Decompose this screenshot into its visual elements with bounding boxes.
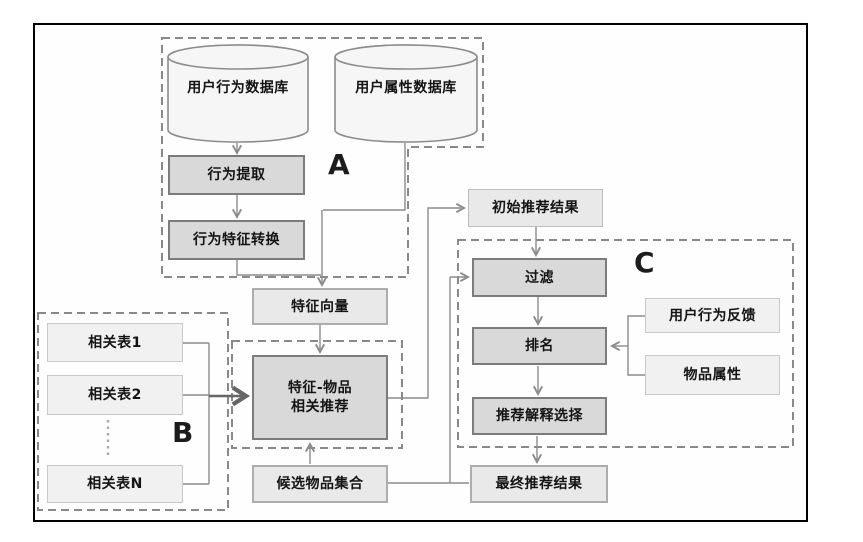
connectors (183, 143, 645, 485)
box-filter: 过滤 (472, 258, 607, 297)
box-ranking: 排名 (472, 327, 607, 365)
behavior-db-cylinder (167, 44, 309, 143)
section-b-label: B (172, 416, 194, 449)
box-feature-vector: 特征向量 (252, 288, 388, 325)
attribute-db-cylinder (334, 44, 478, 143)
box-behavior-extract: 行为提取 (168, 155, 305, 195)
box-final-rec-result: 最终推荐结果 (470, 465, 608, 503)
group-c-outline (457, 239, 794, 448)
section-a-label: A (328, 148, 350, 181)
box-user-behavior-feedback: 用户行为反馈 (645, 298, 780, 333)
feature-item-line2: 相关推荐 (291, 398, 349, 415)
feature-item-line1: 特征-物品 (287, 379, 353, 396)
box-initial-rec-result: 初始推荐结果 (468, 189, 603, 227)
box-rec-explanation-select: 推荐解释选择 (472, 397, 607, 435)
box-related-table-2: 相关表2 (47, 375, 183, 415)
box-behavior-feature-transform: 行为特征转换 (168, 220, 305, 260)
box-related-table-1: 相关表1 (47, 323, 183, 362)
behavior-db-label: 用户行为数据库 (187, 80, 289, 96)
attribute-db-label: 用户属性数据库 (355, 80, 457, 96)
box-candidate-item-set: 候选物品集合 (252, 465, 388, 503)
box-item-attribute: 物品属性 (645, 355, 780, 395)
box-related-table-n: 相关表N (47, 465, 183, 503)
section-c-label: C (634, 246, 655, 279)
box-feature-item-recommend: 特征-物品 相关推荐 (252, 355, 388, 440)
group-b-outline (37, 312, 229, 511)
